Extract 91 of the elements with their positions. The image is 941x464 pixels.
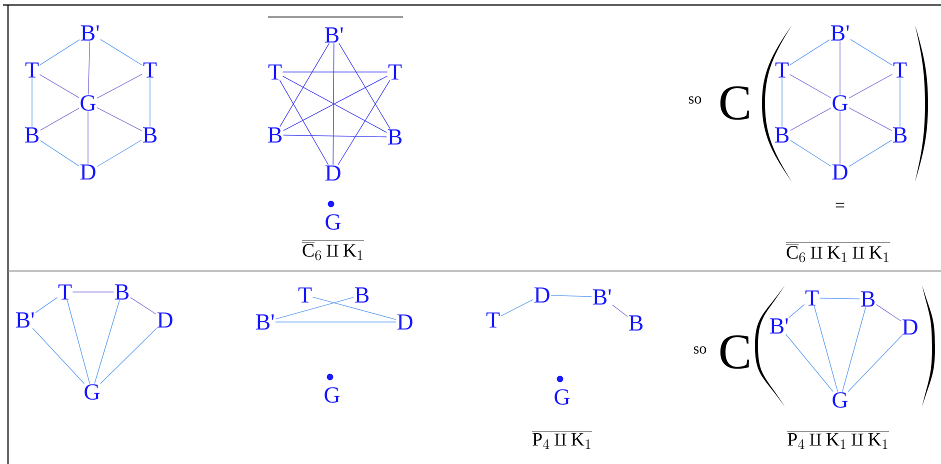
vertex-label: B xyxy=(355,287,369,303)
graph-edge xyxy=(66,300,90,384)
graph-edge xyxy=(96,74,143,99)
vertex-label: T xyxy=(268,64,282,80)
graph-edge xyxy=(275,296,354,320)
graph-edge xyxy=(848,107,892,131)
graph-edge xyxy=(848,334,902,392)
vertex-label: D xyxy=(902,319,918,335)
vertex-label: D xyxy=(534,287,550,303)
vertex-label: B' xyxy=(256,314,274,330)
vertex-label: T xyxy=(298,287,312,303)
graph-edge xyxy=(842,306,866,392)
graph-edge xyxy=(130,297,156,314)
graph-edge xyxy=(279,80,329,166)
vertex-label: G xyxy=(326,200,341,230)
graph-edge xyxy=(785,334,834,392)
graph-edge xyxy=(280,42,330,128)
graph-edge xyxy=(40,140,80,166)
graph-edge xyxy=(338,42,390,130)
graph-edge xyxy=(850,39,893,66)
function-symbol: C xyxy=(720,335,749,369)
graph-edge xyxy=(790,108,832,131)
vertex-label: B xyxy=(25,127,39,143)
vertex-label: B xyxy=(115,284,129,300)
graph-edge xyxy=(39,39,80,66)
graph-edge xyxy=(100,39,143,66)
vertex-label: B xyxy=(775,127,789,143)
vertex-label: D xyxy=(832,164,848,180)
vertex-label: D xyxy=(325,165,340,181)
vertex-label: B xyxy=(143,127,157,143)
vertex-label: T xyxy=(143,62,157,78)
vertex-label: D xyxy=(397,314,412,330)
vertex-label: T xyxy=(486,312,500,328)
vertex-label: B' xyxy=(80,25,99,41)
vertex-label: T xyxy=(893,62,907,78)
vertex-label: T xyxy=(775,62,789,78)
formula: $\overline{\overline{\mathrm{C}}_6\amalg \mathrm{K}_1}$ xyxy=(302,240,364,260)
word: so xyxy=(688,96,702,104)
graph-edge xyxy=(32,328,85,384)
graph-edge xyxy=(40,108,80,131)
vertex-label: B' xyxy=(592,289,611,305)
graph-edge xyxy=(312,296,396,320)
vertex-label: T xyxy=(388,64,402,80)
vertex-label: B' xyxy=(324,27,343,43)
graph-edge xyxy=(500,299,534,316)
graph-edge xyxy=(790,140,832,167)
vertex-label: T xyxy=(25,62,39,78)
formula: $\overline{\mathrm{P}_4\amalg \mathrm{K}_1}$ xyxy=(532,432,592,449)
graph-edge xyxy=(789,74,832,98)
vertex-label: B xyxy=(893,127,907,143)
vertex-label: B xyxy=(861,291,875,307)
equals-sign: = xyxy=(836,202,844,208)
graph-edge xyxy=(96,107,142,132)
formula: $\overline{\mathrm{P}_4\amalg \mathrm{K}_1\amalg \mathrm{K}_1}$ xyxy=(787,432,889,449)
graph-edge xyxy=(96,140,142,167)
graph-edge xyxy=(848,74,893,98)
graph-edge xyxy=(789,39,830,66)
vertex-label: G xyxy=(84,384,100,400)
word: so xyxy=(694,346,706,354)
graph-edge xyxy=(612,304,628,317)
vertex-label: B xyxy=(388,129,402,145)
vertex-label: B' xyxy=(16,312,34,328)
vertex-label: G xyxy=(832,95,848,111)
graph-edge xyxy=(338,80,390,166)
vertex-label: D xyxy=(157,312,172,328)
vertex-label: B xyxy=(268,127,282,143)
vertex-label: T xyxy=(58,284,72,300)
graph-edge xyxy=(35,297,58,314)
graph-edge xyxy=(848,140,892,167)
graph-edge xyxy=(332,42,334,166)
vertex-label: B' xyxy=(770,318,788,334)
graph-edge xyxy=(819,298,860,300)
graph-edge xyxy=(88,40,90,95)
graph-edge xyxy=(550,294,592,297)
vertex-label: G xyxy=(324,374,340,403)
function-symbol: C xyxy=(720,86,749,120)
vertex-label: G xyxy=(554,376,570,405)
vertex-label: B xyxy=(629,315,643,331)
graph-edge xyxy=(788,304,805,318)
graph-edge xyxy=(283,134,387,138)
vertex-label: D xyxy=(80,164,96,180)
graph-edge xyxy=(100,328,157,384)
vertex-label: T xyxy=(805,290,819,306)
graph-edge xyxy=(876,304,902,322)
graph-edge xyxy=(814,306,838,392)
graph-edge xyxy=(94,300,120,384)
formula: $\overline{\overline{\mathrm{C}}_6\amalg \mathrm{K}_1\amalg \mathrm{K}_1}$ xyxy=(786,242,890,262)
vertex-label: G xyxy=(832,392,848,408)
graph-edge xyxy=(39,74,80,98)
vertex-label: G xyxy=(80,95,96,111)
vertex-label: B' xyxy=(830,25,849,41)
